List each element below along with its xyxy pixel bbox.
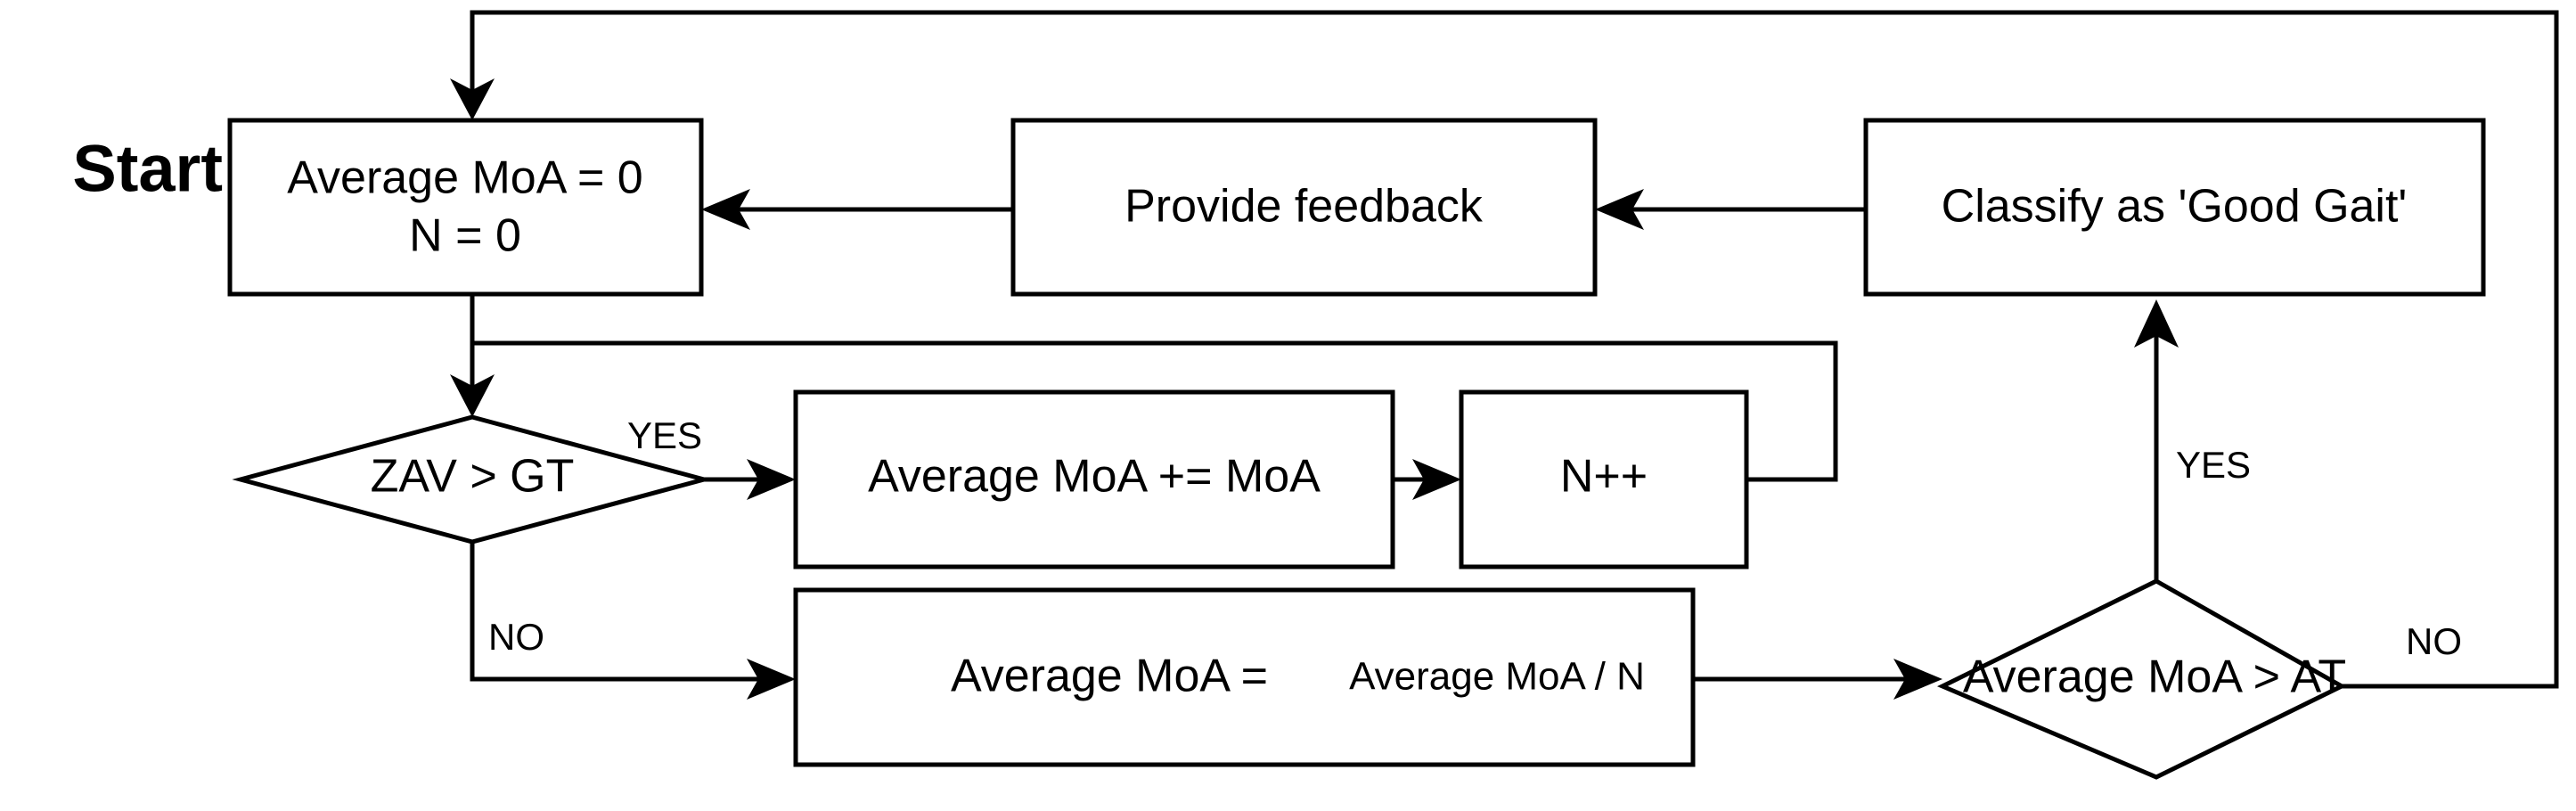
arrowhead-into-feedback xyxy=(1595,189,1644,230)
node-divide-moa-box[interactable] xyxy=(793,587,1696,767)
node-classify-good-gait-label: Classify as 'Good Gait' xyxy=(1942,181,2408,233)
edge-label-at-no: NO xyxy=(2406,620,2462,662)
node-accumulate-moa-box[interactable] xyxy=(793,389,1395,569)
edge-at-no-to-init xyxy=(470,10,2559,689)
arrowhead-into-accumulate xyxy=(747,459,796,500)
node-init-line2: N = 0 xyxy=(409,210,521,262)
node-zav-gt-label: ZAV > GT xyxy=(371,451,575,503)
edge-label-at-yes: YES xyxy=(2176,444,2251,486)
arrowhead-into-classify xyxy=(2134,299,2179,348)
node-provide-feedback-label: Provide feedback xyxy=(1124,181,1484,233)
node-divide-moa-label-main: Average MoA = xyxy=(951,651,1268,702)
node-zav-gt-diamond[interactable] xyxy=(232,414,713,545)
node-increment-n-label: N++ xyxy=(1560,451,1648,503)
node-provide-feedback-box[interactable] xyxy=(1010,118,1598,297)
node-init-line1: Average MoA = 0 xyxy=(287,152,642,204)
arrowhead-into-init-right xyxy=(701,189,750,230)
edge-nplusplus-loopback xyxy=(472,340,1838,482)
arrowhead-into-init-top xyxy=(450,78,495,120)
node-avg-moa-at-label: Average MoA > AT xyxy=(1963,651,2346,703)
start-label: Start xyxy=(72,132,223,206)
node-classify-good-gait-box[interactable] xyxy=(1863,118,2486,297)
arrowhead-into-divide xyxy=(747,659,796,700)
arrowhead-into-at xyxy=(1893,659,1942,700)
arrowhead-into-zav xyxy=(450,374,495,417)
node-init-box[interactable] xyxy=(227,118,704,297)
edge-zav-no-to-divide xyxy=(470,542,766,682)
node-divide-moa-label-sub: Average MoA / N xyxy=(1349,655,1645,699)
node-avg-moa-at-diamond[interactable] xyxy=(1936,578,2347,780)
arrowhead-into-nplusplus xyxy=(1412,459,1461,500)
edge-label-zav-no: NO xyxy=(488,616,544,658)
node-increment-n-box[interactable] xyxy=(1459,389,1749,569)
node-accumulate-moa-label: Average MoA += MoA xyxy=(868,451,1321,503)
edge-label-zav-yes: YES xyxy=(627,414,702,456)
